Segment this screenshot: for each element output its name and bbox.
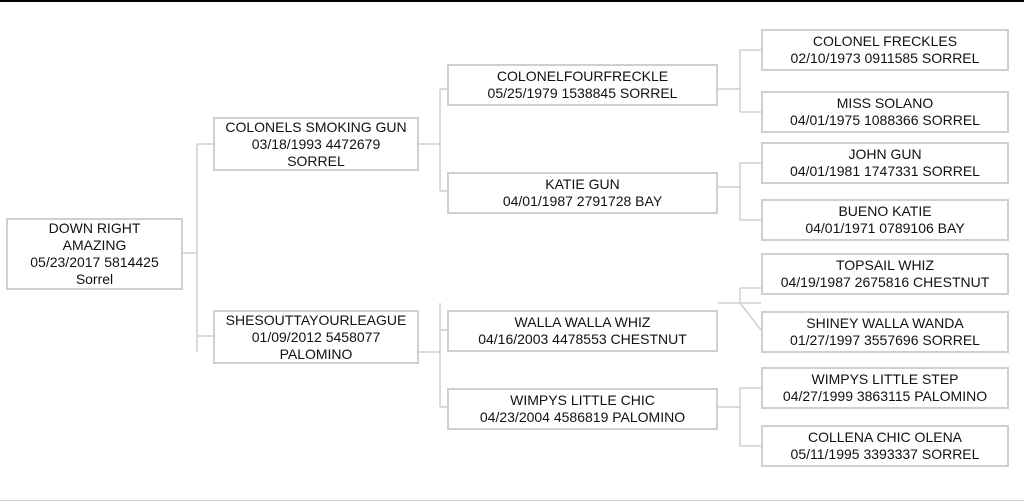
dam-name: SHESOUTTAYOURLEAGUE xyxy=(225,311,407,328)
ancestor-name: COLONEL FRECKLES xyxy=(812,33,958,49)
dam-sire-name: WALLA WALLA WHIZ xyxy=(514,314,651,330)
sire-sire-date-reg: 05/25/1979 1538845 SORREL xyxy=(487,85,678,101)
dam-box: SHESOUTTAYOURLEAGUE 01/09/2012 5458077 P… xyxy=(213,310,419,364)
dam-color: PALOMINO xyxy=(279,345,353,362)
ancestor-box: COLLENA CHIC OLENA 05/11/1995 3393337 SO… xyxy=(761,425,1009,467)
ancestor-date-reg: 01/27/1997 3557696 SORREL xyxy=(790,332,980,348)
ancestor-box: TOPSAIL WHIZ 04/19/1987 2675816 CHESTNUT xyxy=(761,253,1009,295)
sire-sire-box: COLONELFOURFRECKLE 05/25/1979 1538845 SO… xyxy=(447,64,718,106)
ancestor-date-reg: 04/27/1999 3863115 PALOMINO xyxy=(782,388,988,404)
top-rule xyxy=(0,0,1024,2)
dam-sire-box: WALLA WALLA WHIZ 04/16/2003 4478553 CHES… xyxy=(447,310,718,352)
ancestor-box: MISS SOLANO 04/01/1975 1088366 SORREL xyxy=(761,91,1009,133)
ancestor-box: JOHN GUN 04/01/1981 1747331 SORREL xyxy=(761,142,1009,184)
ancestor-name: BUENO KATIE xyxy=(838,203,932,219)
ancestor-date-reg: 04/01/1981 1747331 SORREL xyxy=(790,163,980,179)
ancestor-box: SHINEY WALLA WANDA 01/27/1997 3557696 SO… xyxy=(761,311,1009,353)
ancestor-date-reg: 04/19/1987 2675816 CHESTNUT xyxy=(780,274,990,290)
ancestor-date-reg: 04/01/1975 1088366 SORREL xyxy=(790,112,980,128)
ancestor-name: WIMPYS LITTLE STEP xyxy=(811,371,959,387)
dam-dam-date-reg: 04/23/2004 4586819 PALOMINO xyxy=(479,409,686,425)
ancestor-name: SHINEY WALLA WANDA xyxy=(806,315,964,331)
subject-name-line1: DOWN RIGHT xyxy=(48,220,141,236)
ancestor-box: BUENO KATIE 04/01/1971 0789106 BAY xyxy=(761,199,1009,241)
dam-dam-name: WIMPYS LITTLE CHIC xyxy=(510,392,655,408)
subject-horse-box: DOWN RIGHT AMAZING 05/23/2017 5814425 So… xyxy=(6,218,183,290)
ancestor-date-reg: 04/01/1971 0789106 BAY xyxy=(805,220,965,236)
sire-box: COLONELS SMOKING GUN 03/18/1993 4472679 … xyxy=(213,117,419,171)
bottom-rule xyxy=(0,500,1024,501)
sire-name: COLONELS SMOKING GUN xyxy=(225,118,407,135)
subject-name-line2: AMAZING xyxy=(62,237,127,253)
subject-color: Sorrel xyxy=(75,271,114,287)
ancestor-name: TOPSAIL WHIZ xyxy=(835,257,934,273)
sire-dam-box: KATIE GUN 04/01/1987 2791728 BAY xyxy=(447,172,718,214)
ancestor-name: MISS SOLANO xyxy=(836,95,934,111)
ancestor-box: WIMPYS LITTLE STEP 04/27/1999 3863115 PA… xyxy=(761,367,1009,409)
subject-date-reg: 05/23/2017 5814425 xyxy=(30,254,159,270)
ancestor-date-reg: 05/11/1995 3393337 SORREL xyxy=(790,446,980,462)
dam-sire-date-reg: 04/16/2003 4478553 CHESTNUT xyxy=(478,331,687,347)
ancestor-name: JOHN GUN xyxy=(848,146,922,162)
dam-dam-box: WIMPYS LITTLE CHIC 04/23/2004 4586819 PA… xyxy=(447,388,718,430)
sire-dam-name: KATIE GUN xyxy=(545,176,620,192)
dam-date-reg: 01/09/2012 5458077 xyxy=(251,328,381,345)
sire-dam-date-reg: 04/01/1987 2791728 BAY xyxy=(502,193,663,209)
ancestor-name: COLLENA CHIC OLENA xyxy=(807,429,963,445)
sire-color: SORREL xyxy=(287,152,345,169)
sire-sire-name: COLONELFOURFRECKLE xyxy=(496,68,669,84)
ancestor-date-reg: 02/10/1973 0911585 SORREL xyxy=(790,50,980,66)
ancestor-box: COLONEL FRECKLES 02/10/1973 0911585 SORR… xyxy=(761,29,1009,71)
sire-date-reg: 03/18/1993 4472679 xyxy=(251,135,381,152)
